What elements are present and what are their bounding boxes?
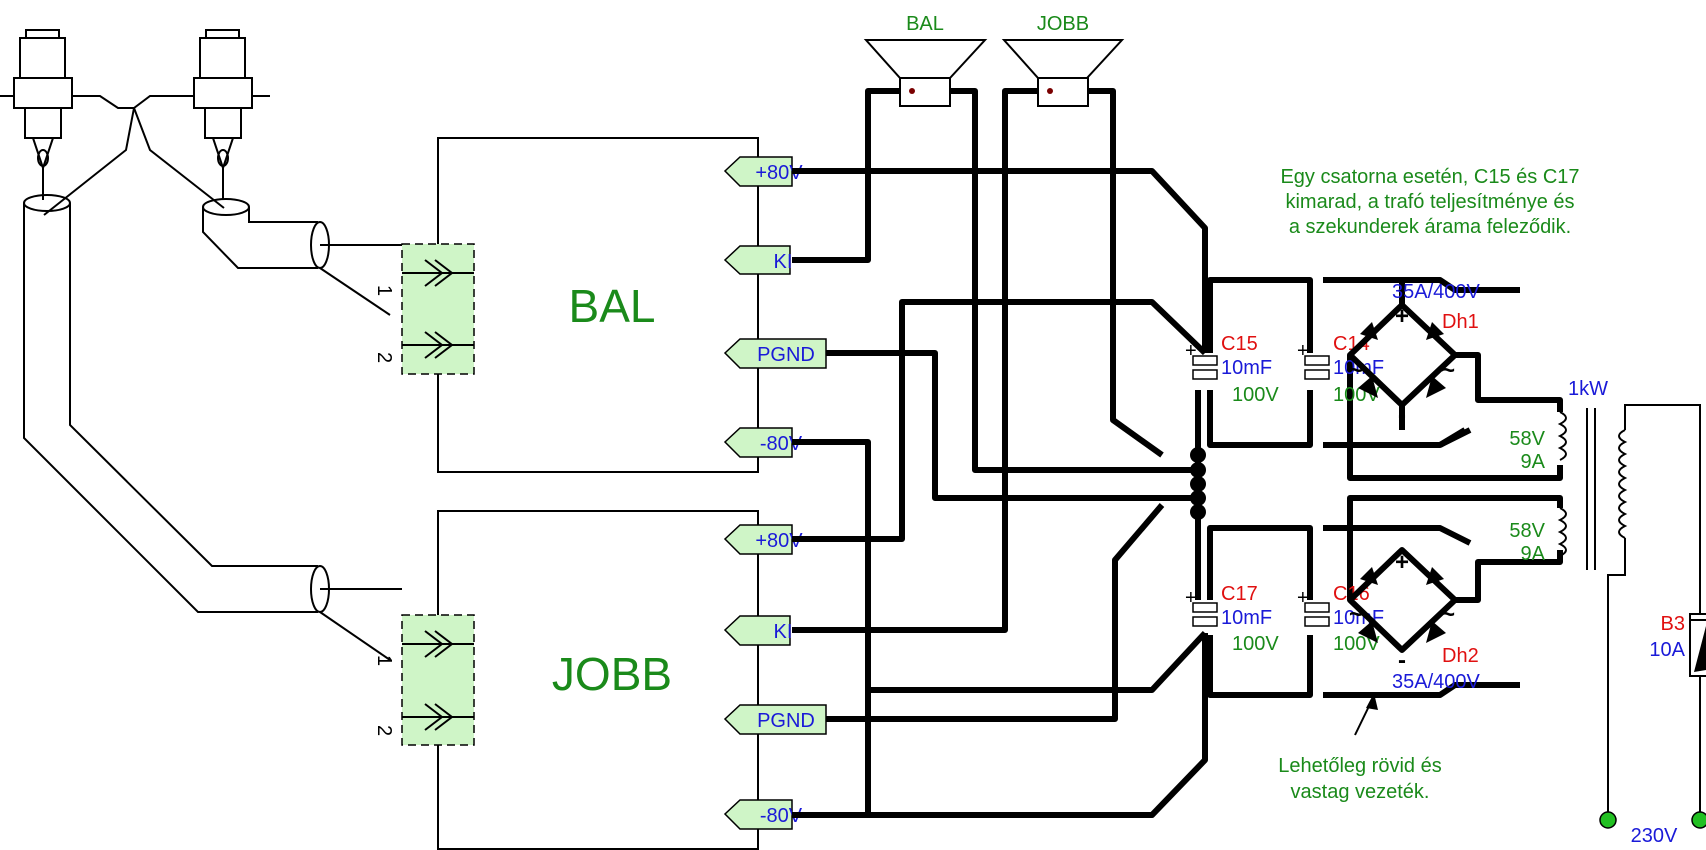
terminal-bal-minus80: -80V xyxy=(723,427,803,458)
terminal-label: -80V xyxy=(760,805,803,827)
cap-voltage: 100V xyxy=(1333,633,1380,655)
input-connector-jobb: 1 2 xyxy=(373,614,475,746)
plus-symbol: + xyxy=(1185,587,1197,609)
plus-symbol: + xyxy=(1395,549,1409,576)
plus-symbol: + xyxy=(1395,303,1409,330)
cap-name: C17 xyxy=(1221,583,1258,605)
ac-symbol: ~ xyxy=(1349,357,1363,384)
note-line: kimarad, a trafó teljesítménye és xyxy=(1285,191,1574,213)
bridge-name: Dh2 xyxy=(1442,645,1479,667)
ac-symbol: ~ xyxy=(1349,601,1363,628)
amp-title-bal: BAL xyxy=(569,280,656,332)
fuse-b3: B3 10A xyxy=(1649,613,1706,815)
pin-2-label: 2 xyxy=(373,352,395,363)
rca-jack-left xyxy=(0,29,73,172)
mains-voltage: 230V xyxy=(1631,825,1678,847)
transformer-power: 1kW xyxy=(1568,378,1608,400)
bridge-rating: 35A/400V xyxy=(1392,671,1481,693)
capacitor-c15: + C15 10mF 100V xyxy=(1185,333,1279,406)
diode-bridge-dh2: + - ~ ~ Dh2 35A/400V xyxy=(1347,547,1481,693)
power-wiring xyxy=(792,88,1563,818)
secondary-voltage: 58V xyxy=(1509,428,1545,450)
note-line: Lehetőleg rövid és xyxy=(1278,755,1441,777)
jack-ground-wires xyxy=(42,95,225,216)
speaker-label-bal: BAL xyxy=(906,13,944,35)
terminal-label: +80V xyxy=(755,162,803,184)
terminal-bal-plus80: +80V xyxy=(723,156,803,187)
cap-voltage: 100V xyxy=(1232,633,1279,655)
ground-line-bal xyxy=(319,267,391,316)
input-cable-jobb xyxy=(23,194,330,613)
ac-symbol: ~ xyxy=(1441,357,1455,384)
cap-value: 10mF xyxy=(1221,357,1272,379)
plus-symbol: + xyxy=(1185,340,1197,362)
terminal-jobb-pgnd: PGND xyxy=(723,704,827,735)
pin-1-label: 1 xyxy=(373,655,395,666)
terminal-label: -80V xyxy=(760,433,803,455)
bridge-name: Dh1 xyxy=(1442,311,1479,333)
fuse-rating: 10A xyxy=(1649,639,1685,661)
rca-jack-right xyxy=(193,29,270,172)
secondary-current: 9A xyxy=(1521,543,1546,565)
cap-name: C15 xyxy=(1221,333,1258,355)
plus-symbol: + xyxy=(1297,587,1309,609)
minus-symbol: - xyxy=(1398,402,1406,429)
terminal-jobb-plus80: +80V xyxy=(723,524,803,555)
speaker-label-jobb: JOBB xyxy=(1037,13,1089,35)
note-wiring: Lehetőleg rövid és vastag vezeték. xyxy=(1278,693,1442,803)
plus-symbol: + xyxy=(1297,340,1309,362)
cap-value: 10mF xyxy=(1221,607,1272,629)
bridge-rating: 35A/400V xyxy=(1392,281,1481,303)
note-line: a szekunderek árama feleződik. xyxy=(1289,216,1571,238)
capacitor-c17: + C17 10mF 100V xyxy=(1185,583,1279,655)
terminal-bal-ki: KI xyxy=(723,245,793,275)
cap-name: C14 xyxy=(1333,333,1370,355)
terminal-label: +80V xyxy=(755,530,803,552)
mains-terminals: 230V xyxy=(1599,811,1706,847)
cap-voltage: 100V xyxy=(1232,384,1279,406)
terminal-jobb-minus80: -80V xyxy=(723,799,803,830)
terminal-label: KI xyxy=(774,251,793,273)
note-single-channel: Egy csatorna esetén, C15 és C17 kimarad,… xyxy=(1280,166,1579,238)
fuse-name: B3 xyxy=(1661,613,1685,635)
transformer: 1kW 58V 9A 58V 9A xyxy=(1509,378,1701,815)
secondary-voltage: 58V xyxy=(1509,520,1545,542)
amp-title-jobb: JOBB xyxy=(552,648,672,700)
pin-2-label: 2 xyxy=(373,725,395,736)
terminal-label: PGND xyxy=(757,710,815,732)
terminal-label: PGND xyxy=(757,344,815,366)
pin-1-label: 1 xyxy=(373,285,395,296)
note-line: vastag vezeték. xyxy=(1291,781,1430,803)
minus-symbol: - xyxy=(1398,647,1406,674)
secondary-current: 9A xyxy=(1521,451,1546,473)
diode-bridge-dh1: + - ~ ~ 35A/400V Dh1 xyxy=(1347,281,1481,429)
ac-symbol: ~ xyxy=(1441,601,1455,628)
ground-line-jobb xyxy=(319,611,391,661)
terminal-bal-pgnd: PGND xyxy=(723,338,827,369)
input-connector-bal: 1 2 xyxy=(373,243,475,375)
input-cable-bal xyxy=(202,198,330,269)
terminal-jobb-ki: KI xyxy=(723,615,793,646)
note-line: Egy csatorna esetén, C15 és C17 xyxy=(1280,166,1579,188)
terminal-label: KI xyxy=(774,621,793,643)
